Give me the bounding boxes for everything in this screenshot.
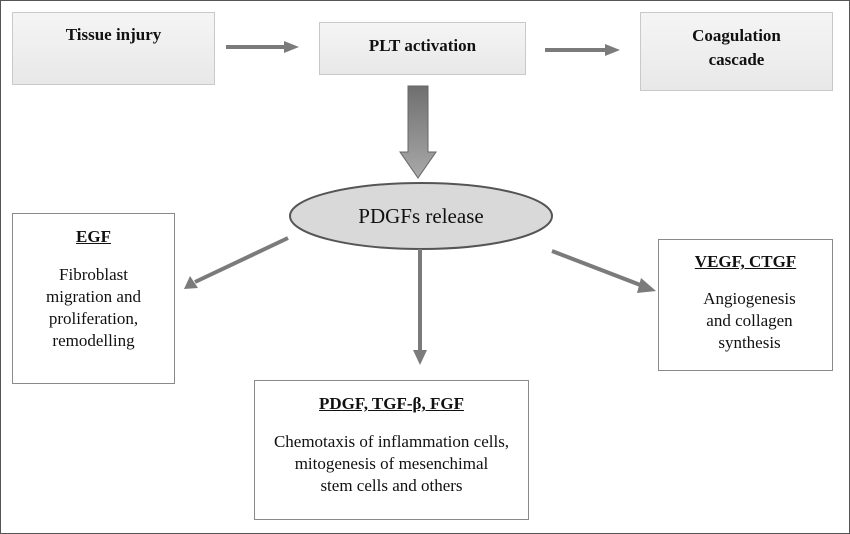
egf-box: EGF Fibroblast migration and proliferati… <box>12 213 175 384</box>
tissue-injury-label: Tissue injury <box>65 25 162 44</box>
arrow-plt-to-release <box>399 85 437 179</box>
pdgf-tgf-fgf-heading: PDGF, TGF-β, FGF <box>319 394 464 413</box>
egf-heading: EGF <box>76 227 111 246</box>
arrow-plt-to-coagulation <box>545 44 620 56</box>
pdgf-tgf-fgf-description: Chemotaxis of inflammation cells, mitoge… <box>273 432 510 495</box>
vegf-ctgf-heading: VEGF, CTGF <box>694 252 797 271</box>
coagulation-cascade-box: Coagulation cascade <box>640 12 833 91</box>
egf-description: Fibroblast migration and proliferation, … <box>46 265 141 350</box>
plt-activation-label: PLT activation <box>368 36 477 55</box>
arrow-release-to-egf <box>184 236 289 289</box>
arrow-release-to-vegf <box>551 249 656 293</box>
coagulation-cascade-label: Coagulation cascade <box>692 26 781 69</box>
tissue-injury-box: Tissue injury <box>12 12 215 85</box>
pdgfs-release-label: PDGFs release <box>358 204 484 228</box>
pdgf-tgf-fgf-box: PDGF, TGF-β, FGF Chemotaxis of inflammat… <box>254 380 529 520</box>
arrow-injury-to-plt <box>226 41 299 53</box>
arrow-release-to-pdgf <box>413 249 427 365</box>
vegf-ctgf-description: Angiogenesis and collagen synthesis <box>703 289 796 352</box>
vegf-ctgf-box: VEGF, CTGF Angiogenesis and collagen syn… <box>658 239 833 371</box>
plt-activation-box: PLT activation <box>319 22 526 75</box>
